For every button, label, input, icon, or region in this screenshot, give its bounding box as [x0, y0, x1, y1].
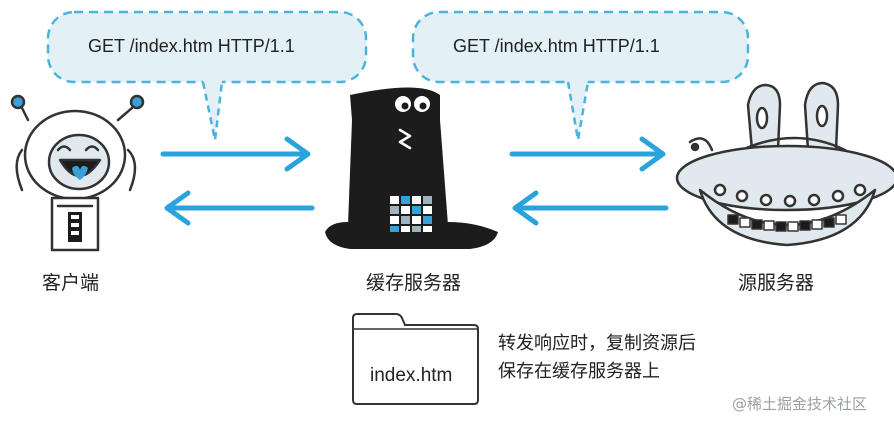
file-name: index.htm	[370, 365, 453, 386]
note-line-2: 保存在缓存服务器上	[498, 361, 660, 382]
request-text-2: GET /index.htm HTTP/1.1	[453, 36, 660, 56]
watermark: @稀土掘金技术社区	[732, 395, 868, 413]
file-icon	[352, 313, 479, 405]
cache-server-hat-icon	[325, 87, 498, 249]
client-label: 客户端	[42, 272, 100, 294]
arrow-client-to-cache	[160, 136, 311, 172]
arrow-cache-to-origin	[509, 136, 666, 172]
request-bubble-cache	[411, 10, 750, 141]
note-line-1: 转发响应时，复制资源后	[498, 333, 696, 354]
arrow-cache-to-client	[164, 190, 315, 226]
origin-server-ufo-icon	[675, 81, 894, 247]
arrow-origin-to-cache	[512, 190, 669, 226]
request-bubble-client	[46, 10, 368, 141]
origin-server-label: 源服务器	[738, 272, 815, 294]
request-text-1: GET /index.htm HTTP/1.1	[88, 36, 295, 56]
client-robot-icon	[10, 94, 145, 252]
cache-server-label: 缓存服务器	[366, 272, 462, 294]
